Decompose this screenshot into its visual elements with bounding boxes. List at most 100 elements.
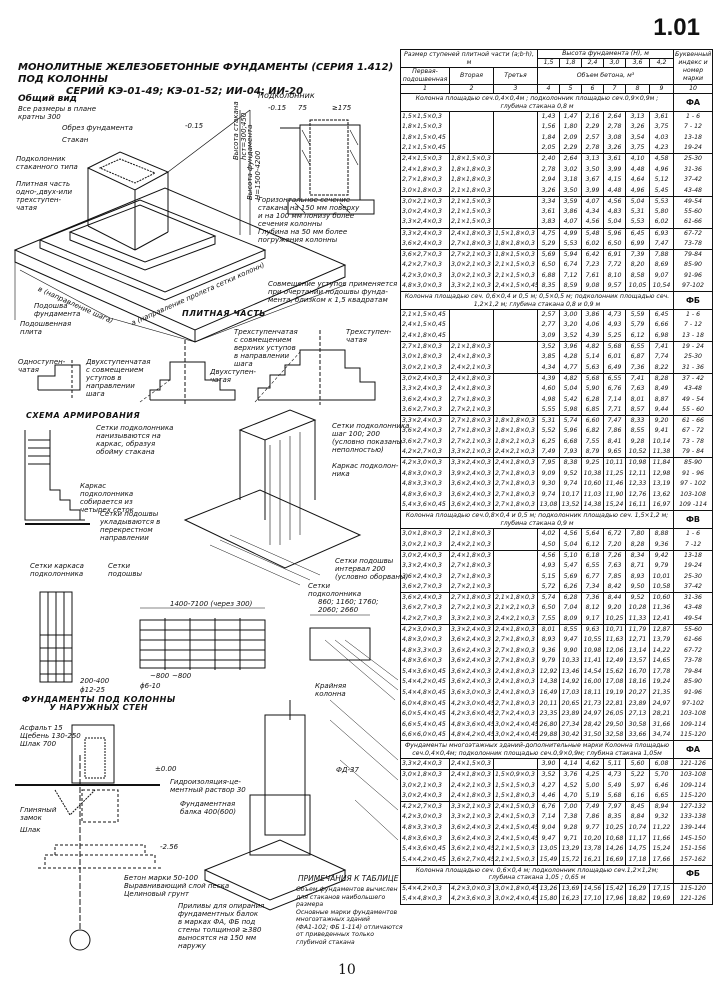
volume-cell: 12,11 (625, 468, 651, 480)
mark-number-cell: 55-60 (673, 206, 714, 218)
volume-cell: 5,22 (625, 769, 651, 781)
step-size-cell: 4,2×3,0×0,3 (400, 457, 450, 469)
volume-cell: 4,56 (603, 195, 627, 207)
volume-cell: 6,91 (603, 248, 627, 260)
volume-cell: 12,98 (649, 468, 675, 480)
step-size-cell (492, 164, 539, 176)
volume-cell: 13,08 (537, 500, 561, 512)
label-foundation-height: Высота фундамента H=1500-4200 (246, 124, 262, 200)
volume-cell: 6,02 (581, 238, 605, 250)
volume-cell: 9,71 (559, 833, 583, 844)
step-size-cell: 2,4×1,5×0,3 (492, 801, 539, 813)
label-base-slab: Подошвенная плита (20, 320, 72, 336)
step-size-cell (492, 206, 539, 218)
volume-cell: 10,05 (625, 281, 651, 293)
volume-cell: 5,69 (559, 571, 583, 582)
volume-cell: 5,11 (603, 758, 627, 770)
volume-cell: 5,04 (625, 195, 651, 207)
step-size-cell: 2,7×1,8×0,3 (449, 591, 494, 604)
volume-cell: 6,87 (625, 351, 651, 363)
step-size-cell: 2,1×1,5×0,45 (400, 309, 450, 321)
step-size-cell: 6,0×5,4×0,45 (400, 708, 450, 720)
step-size-cell (492, 330, 539, 342)
volume-cell: 2,40 (537, 153, 561, 165)
volume-cell: 1,47 (559, 111, 583, 123)
volume-cell: 2,78 (581, 143, 605, 154)
step-size-cell: 3,3×2,4×0,3 (400, 227, 450, 239)
volume-cell: 3,08 (603, 132, 627, 144)
mark-number-cell: 67-72 (673, 645, 714, 656)
volume-cell: 6,93 (649, 227, 675, 239)
step-size-cell: 3,0×2,4×0,45 (492, 893, 539, 905)
volume-cell: 6,12 (581, 539, 605, 551)
volume-cell: 5,19 (581, 790, 605, 802)
volume-cell: 26,05 (603, 708, 627, 720)
step-size-cell: 1,5×0,9×0,3 (492, 769, 539, 781)
volume-cell: 8,33 (625, 415, 651, 427)
step-size-cell: 3,6×2,7×0,3 (400, 436, 450, 448)
step-size-cell (492, 539, 539, 551)
label-elev: -0.15 (185, 122, 204, 130)
volume-cell: 6,99 (625, 238, 651, 250)
mark-number-cell: 97-102 (673, 698, 714, 709)
volume-cell: 3,18 (559, 175, 583, 186)
volume-cell: 8,01 (625, 394, 651, 405)
volume-cell: 10,38 (581, 468, 605, 480)
step-size-cell (492, 217, 539, 229)
step-size-cell: 1,8×1,5×0,45 (400, 132, 450, 144)
volume-cell: 10,25 (603, 822, 627, 834)
volume-cell: 5,80 (649, 206, 675, 218)
column-number: 6 (581, 84, 605, 94)
step-size-cell: 4,8×3,0×0,3 (400, 634, 450, 646)
mark-number-cell: 115-120 (673, 730, 714, 742)
volume-cell: 9,52 (559, 468, 583, 480)
header-height-value: 4,2 (649, 58, 675, 68)
step-size-cell: 1,5×1,5×0,3 (400, 111, 450, 123)
volume-cell: 19,19 (603, 687, 627, 699)
step-size-cell: 3,6×2,7×0,45 (449, 854, 494, 866)
step-size-cell: 3,6×2,4×0,3 (400, 591, 450, 604)
mark-number-cell: 85-90 (673, 677, 714, 688)
volume-cell: 9,52 (625, 591, 651, 604)
volume-cell: 2,57 (581, 132, 605, 144)
volume-cell: 4,34 (581, 206, 605, 218)
volume-cell: 16,21 (581, 854, 605, 866)
volume-cell: 9,47 (559, 634, 583, 646)
mark-number-cell: 43-48 (673, 185, 714, 197)
volume-cell: 9,79 (649, 560, 675, 572)
header-height-value: 3,6 (625, 58, 651, 68)
step-size-cell: 2,4×1,8×0,3 (449, 549, 494, 561)
volume-cell: 31,50 (581, 730, 605, 742)
volume-cell: 2,78 (537, 164, 561, 176)
volume-cell: 20,11 (537, 698, 561, 709)
volume-cell: 5,70 (649, 769, 675, 781)
step-size-cell: 4,2×3,6×0,3 (449, 893, 494, 905)
volume-cell: 7,36 (581, 591, 605, 604)
step-size-cell: 2,4×2,1×0,3 (449, 539, 494, 551)
step-size-cell: 2,7×1,8×0,3 (449, 571, 494, 582)
volume-cell: 10,11 (603, 457, 627, 469)
volume-cell: 3,09 (537, 330, 561, 342)
volume-cell: 5,00 (581, 780, 605, 791)
volume-cell: 4,73 (603, 769, 627, 781)
label-three-step: Трехступен- чатая (346, 328, 392, 344)
volume-cell: 10,14 (649, 436, 675, 448)
volume-cell: 9,30 (537, 479, 561, 490)
volume-cell: 7,38 (559, 812, 583, 823)
volume-cell: 13,57 (625, 656, 651, 667)
volume-cell: 4,27 (537, 780, 561, 791)
step-size-cell (492, 528, 539, 540)
step-size-cell: 2,4×2,1×0,3 (492, 613, 539, 625)
volume-cell: 12,87 (649, 623, 675, 635)
volume-cell: 7,12 (559, 270, 583, 281)
volume-cell: 6,60 (581, 415, 605, 427)
mark-number-cell: 127-132 (673, 801, 714, 813)
